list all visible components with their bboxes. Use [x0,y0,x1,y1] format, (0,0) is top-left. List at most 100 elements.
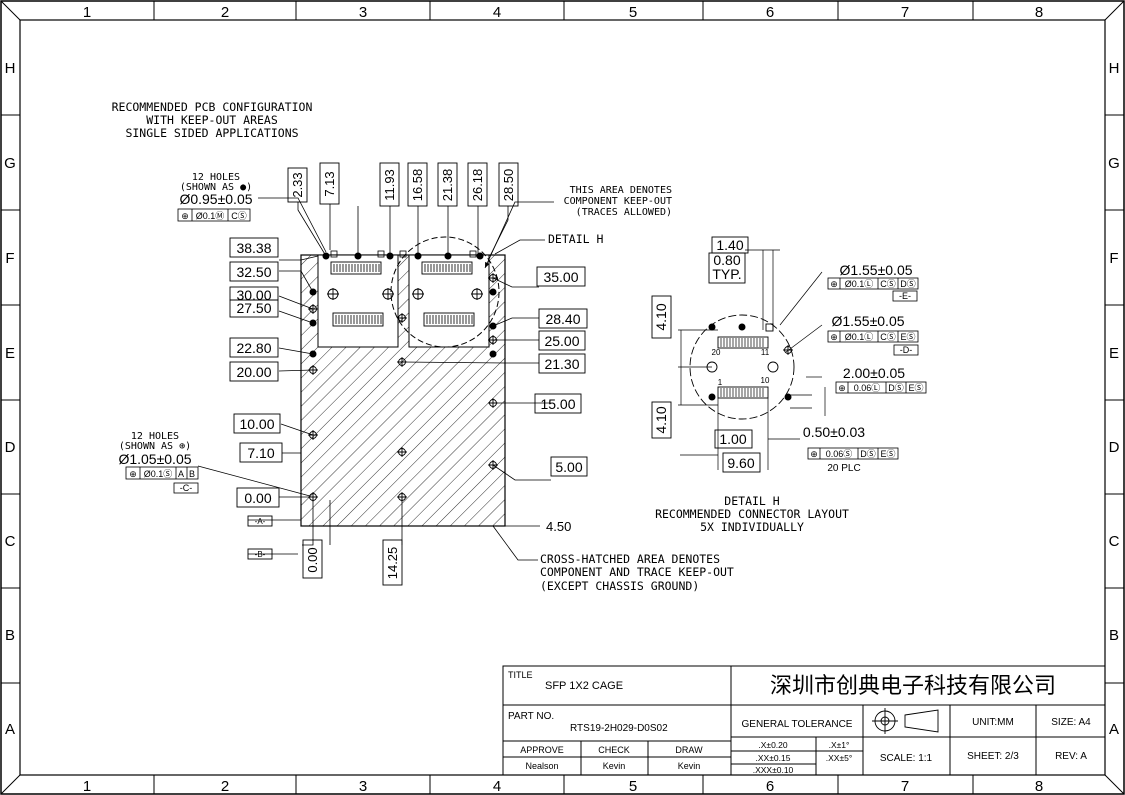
zone-col-label: 7 [901,4,909,21]
zone-row-label: A [1109,721,1119,738]
fcf-cell: ⊕ [810,449,818,459]
datum-a: -A- [255,517,266,526]
dim-9-60: 9.60 [727,455,754,471]
dim-2-00: 2.00±0.05 [843,365,905,381]
note-line: COMPONENT KEEP-OUT [564,196,672,207]
fcf-cell: Ø0.1Ⓛ [845,332,874,342]
general-tolerance: GENERAL TOLERANCE [742,719,853,730]
dim-28-50: 28.50 [501,169,516,202]
left-dims [229,237,283,508]
dim-15-00: 15.00 [540,396,575,412]
dim-32-50: 32.50 [236,264,271,280]
zone-row-label: H [5,60,16,77]
dim-5-00: 5.00 [555,459,582,475]
pin-label: 20 [712,348,721,357]
pcb-title-line: WITH KEEP-OUT AREAS [146,113,278,127]
dim-bottom-0-00: 0.00 [305,547,320,572]
fcf-cell: CⓈ [880,279,896,289]
datum-c: -C- [180,483,193,493]
note-line: CROSS-HATCHED AREA DENOTES [540,552,720,566]
dim-16-58: 16.58 [410,169,425,202]
dim-26-18: 26.18 [470,169,485,202]
draw-label: DRAW [675,745,703,755]
dim-22-80: 22.80 [236,340,271,356]
draw-name: Kevin [678,761,701,771]
dim-11-93: 11.93 [382,169,397,201]
connector-pads [330,261,475,327]
fcf-cell: DⓈ [888,383,904,393]
zone-row-label: H [1109,60,1120,77]
note-line: (TRACES ALLOWED) [576,207,672,218]
zone-row-label: E [5,345,15,362]
callout-text: (SHOWN AS ●) [180,182,252,193]
dim-7-10: 7.10 [247,445,274,461]
zone-row-label: C [1109,533,1120,550]
dim-10-00: 10.00 [239,416,274,432]
zone-col-label: 5 [629,778,637,795]
zone-col-label: 3 [359,4,367,21]
dim-4-10-top: 4.10 [653,303,669,330]
fcf-cell: ⊕ [181,211,189,221]
dim-1-00: 1.00 [719,431,746,447]
note-line: (EXCEPT CHASSIS GROUND) [540,579,699,593]
feature-control-frame [177,208,251,222]
datum-b: -B- [255,550,266,559]
detail-h: 1.40 0.80 TYP. 4.10 4.10 1.00 9.60 0.50±… [651,236,927,534]
fcf-cell: DⓈ [860,449,876,459]
dim-30-00: 30.00 [236,287,271,303]
zone-col-label: 8 [1035,4,1043,21]
zone-row-label: G [1108,155,1120,172]
callout-text: 12 HOLES [192,172,240,183]
zone-row-label: A [5,721,15,738]
zone-row-label: B [1109,627,1119,644]
title-label: TITLE [508,670,533,680]
pcb-footprint [300,236,506,527]
detail-h-label: DETAIL H [548,232,603,246]
fcf-cell: Ø0.1Ⓜ [196,211,225,221]
zone-row-label: E [1109,345,1119,362]
dim-28-40: 28.40 [545,311,580,327]
zone-row-label: G [4,155,16,172]
fcf-cell: ⊕ [838,383,846,393]
zone-col-label: 6 [766,778,774,795]
datum-e: -E- [899,291,911,301]
zone-col-label: 2 [221,778,229,795]
fcf-cell: Ø0.1Ⓢ [144,469,173,479]
vertical-dims [287,162,519,207]
zone-col-label: 4 [493,4,501,21]
note-line: COMPONENT AND TRACE KEEP-OUT [540,565,734,579]
dim-dia-1-55-a: Ø1.55±0.05 [839,262,912,278]
company-name: 深圳市创典电子科技有限公司 [770,674,1056,699]
approve-label: APPROVE [520,745,564,755]
tol-angle-2: .XX±5° [826,753,853,763]
fcf-cell: CⓈ [880,332,896,342]
dim-1-40: 1.40 [716,237,743,253]
dim-20-00: 20.00 [236,364,271,380]
pin-label: 10 [761,376,770,385]
fcf-cell: 0.06Ⓢ [826,449,853,459]
dim-21-30: 21.30 [544,356,579,372]
zone-col-label: 8 [1035,778,1043,795]
zone-row-label: D [1109,439,1120,456]
dim-0-80: 0.80 [713,252,740,268]
zone-col-label: 7 [901,778,909,795]
dim-21-38: 21.38 [440,169,455,202]
detail-caption: RECOMMENDED CONNECTOR LAYOUT [655,507,849,521]
crosshatch-note: CROSS-HATCHED AREA DENOTES COMPONENT AND… [540,552,734,593]
hole-callout-bottom: 12 HOLES (SHOWN AS ⊕) Ø1.05±0.05 ⊕ Ø0.1Ⓢ… [118,431,199,494]
detail-h-circle [390,236,500,348]
zone-col-label: 5 [629,4,637,21]
pin-label: 11 [761,348,770,357]
dim-0-50: 0.50±0.03 [803,424,865,440]
zone-col-label: 1 [83,4,91,21]
fcf-cell: Ø0.1Ⓛ [845,279,874,289]
tol-angle-1: .X±1° [829,740,850,750]
keepout-note: THIS AREA DENOTES COMPONENT KEEP-OUT (TR… [564,185,672,218]
zone-labels: 1 2 3 4 5 6 7 8 1 2 3 4 5 6 7 8 H G F E … [4,4,1120,795]
right-dims [534,266,588,477]
fcf-cell: EⓈ [900,332,915,342]
part-number: RTS19-2H029-D0S02 [570,723,668,734]
dim-7-13: 7.13 [322,171,337,196]
zone-col-label: 6 [766,4,774,21]
revision: REV: A [1055,751,1087,762]
